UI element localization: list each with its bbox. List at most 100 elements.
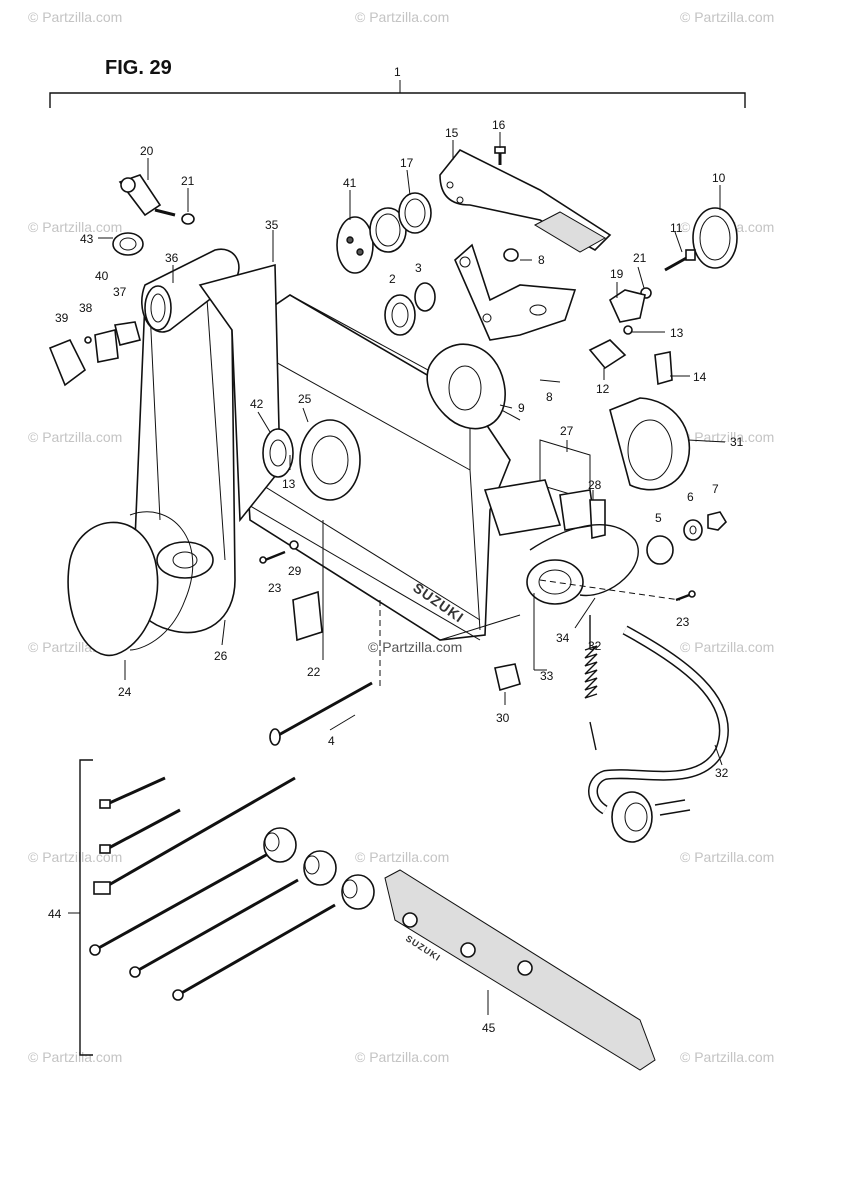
callout-19: 19 bbox=[610, 267, 624, 281]
wire-harness bbox=[588, 625, 729, 843]
gear bbox=[414, 282, 436, 312]
callout-labels: 1 2 3 4 5 6 7 8 8 9 10 11 12 13 13 14 15… bbox=[48, 65, 744, 1035]
callout-44: 44 bbox=[48, 907, 62, 921]
mounting-pad: SUZUKI bbox=[384, 869, 656, 1071]
lock-plate bbox=[48, 338, 87, 387]
callout-32: 32 bbox=[715, 766, 729, 780]
cover-plate bbox=[67, 511, 194, 657]
callout-14: 14 bbox=[693, 370, 707, 384]
callout-43: 43 bbox=[80, 232, 94, 246]
callout-23: 23 bbox=[268, 581, 282, 595]
spring-clip bbox=[112, 232, 144, 256]
callout-26: 26 bbox=[214, 649, 228, 663]
watermark: © Partzilla.com bbox=[28, 849, 122, 865]
bolt bbox=[494, 146, 506, 165]
cap bbox=[494, 663, 521, 692]
screw bbox=[675, 590, 696, 602]
retaining-ring bbox=[692, 207, 738, 269]
handle-grip bbox=[141, 248, 240, 333]
callout-42: 42 bbox=[250, 397, 264, 411]
watermark: © Partzilla.com bbox=[355, 9, 449, 25]
callout-12: 12 bbox=[596, 382, 610, 396]
callout-13: 13 bbox=[670, 326, 684, 340]
kit-bolt bbox=[129, 878, 299, 978]
cable-tie bbox=[93, 776, 296, 895]
callout-37: 37 bbox=[113, 285, 127, 299]
rubber-collar bbox=[341, 874, 375, 910]
trim-connector bbox=[483, 479, 606, 539]
throttle-knob bbox=[118, 174, 176, 217]
control-box-housing: SUZUKI bbox=[237, 294, 521, 641]
callout-32: 32 bbox=[588, 639, 602, 653]
watermark: © Partzilla.com bbox=[28, 9, 122, 25]
spring-coil bbox=[584, 615, 598, 751]
kit-bolt bbox=[172, 903, 336, 1001]
control-handle bbox=[127, 268, 236, 634]
callout-17: 17 bbox=[400, 156, 414, 170]
small-plate bbox=[292, 590, 323, 642]
callout-15: 15 bbox=[445, 126, 459, 140]
switch-body bbox=[94, 329, 119, 363]
callout-2: 2 bbox=[389, 272, 396, 286]
screw bbox=[623, 325, 633, 335]
callout-35: 35 bbox=[265, 218, 279, 232]
callout-29: 29 bbox=[288, 564, 302, 578]
watermark: © Partzilla.com bbox=[680, 639, 774, 655]
washer bbox=[289, 540, 299, 550]
watermark: © Partzilla.com bbox=[680, 849, 774, 865]
watermark: © Partzilla.com bbox=[28, 219, 122, 235]
long-bolt bbox=[269, 681, 373, 746]
leader-lines bbox=[98, 132, 726, 1015]
kit-bolt bbox=[89, 848, 276, 956]
lever-bar bbox=[198, 263, 281, 523]
callout-28: 28 bbox=[588, 478, 602, 492]
figure-title: FIG. 29 bbox=[105, 57, 172, 79]
shift-ring bbox=[262, 428, 294, 478]
callout-31: 31 bbox=[730, 435, 744, 449]
bushing bbox=[384, 294, 416, 336]
neutral-arm bbox=[439, 148, 612, 253]
callout-21: 21 bbox=[633, 251, 647, 265]
nut bbox=[181, 213, 195, 225]
callout-8: 8 bbox=[546, 390, 553, 404]
callout-20: 20 bbox=[140, 144, 154, 158]
seal bbox=[398, 192, 432, 234]
callout-13: 13 bbox=[282, 477, 296, 491]
callout-24: 24 bbox=[118, 685, 132, 699]
small-screw bbox=[84, 336, 92, 344]
watermark: © Partzilla.com bbox=[680, 1049, 774, 1065]
watermark: © Partzilla.com bbox=[28, 1049, 122, 1065]
callout-8: 8 bbox=[538, 253, 545, 267]
callout-10: 10 bbox=[712, 171, 726, 185]
cable-tie bbox=[99, 776, 166, 809]
callout-40: 40 bbox=[95, 269, 109, 283]
callout-16: 16 bbox=[492, 118, 506, 132]
rubber-collar bbox=[303, 850, 337, 886]
rubber-collar bbox=[263, 827, 297, 863]
watermark: © Partzilla.com bbox=[355, 1049, 449, 1065]
screw bbox=[259, 550, 286, 564]
callout-6: 6 bbox=[687, 490, 694, 504]
assembly-line bbox=[539, 579, 681, 601]
assembly-bracket bbox=[49, 92, 746, 108]
callout-25: 25 bbox=[298, 392, 312, 406]
callout-23: 23 bbox=[676, 615, 690, 629]
callout-1: 1 bbox=[394, 65, 401, 79]
callout-33: 33 bbox=[540, 669, 554, 683]
kit-bracket bbox=[79, 759, 93, 1056]
bolt bbox=[664, 249, 696, 272]
callout-30: 30 bbox=[496, 711, 510, 725]
callout-22: 22 bbox=[307, 665, 321, 679]
callout-34: 34 bbox=[556, 631, 570, 645]
callout-3: 3 bbox=[415, 261, 422, 275]
watermark-center: © Partzilla.com bbox=[368, 639, 462, 655]
callout-36: 36 bbox=[165, 251, 179, 265]
clip bbox=[588, 339, 627, 370]
cable-tie bbox=[99, 808, 181, 854]
watermark: © Partzilla.com bbox=[680, 9, 774, 25]
callout-11: 11 bbox=[670, 221, 683, 235]
watermark: © Partzilla.com bbox=[355, 849, 449, 865]
nut bbox=[707, 511, 728, 531]
